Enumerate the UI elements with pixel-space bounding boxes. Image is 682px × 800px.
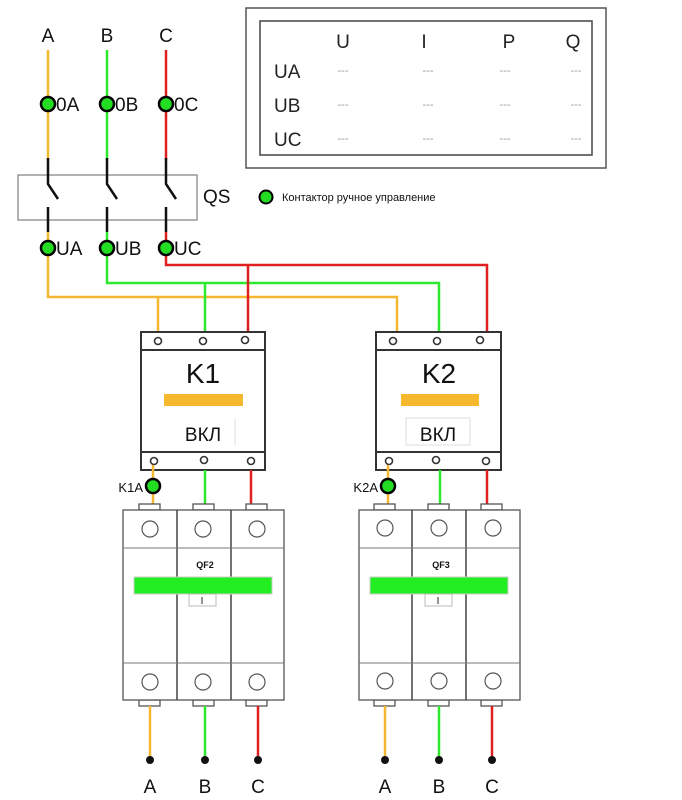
contactor-k2-status-bar [401, 394, 479, 406]
point-label-0c: 0C [174, 95, 198, 116]
value-ub-p: --- [500, 99, 511, 111]
output-label-1c: C [251, 777, 265, 798]
point-label-ub: UB [115, 239, 141, 260]
value-ub-i: --- [423, 99, 434, 111]
breaker-qf2-position: I [201, 596, 204, 607]
value-uc-u: --- [338, 133, 349, 145]
value-ua-p: --- [500, 65, 511, 77]
breaker-qf3-label: QF3 [432, 560, 450, 570]
phase-label-c: C [159, 26, 173, 47]
point-label-0a: 0A [56, 95, 80, 116]
row-label-uc: UC [274, 130, 301, 151]
output-terminals [146, 756, 496, 764]
contactor-k1-state-button[interactable]: ВКЛ [185, 425, 221, 446]
contactor-k1-status-bar [164, 394, 243, 406]
contactor-output-wires [151, 465, 489, 507]
column-header-u: U [336, 32, 350, 53]
output-label-2a: A [379, 777, 392, 798]
row-label-ub: UB [274, 96, 300, 117]
value-uc-q: --- [571, 133, 582, 145]
phase-label-a: A [42, 26, 55, 47]
value-ua-q: --- [571, 65, 582, 77]
indicator-uc-icon [157, 239, 175, 257]
value-ub-q: --- [571, 99, 582, 111]
contactor-k2-state-button[interactable]: ВКЛ [420, 425, 456, 446]
indicator-0b-icon [98, 95, 116, 113]
indicator-k1a-icon [144, 477, 162, 495]
point-label-uc: UC [174, 239, 201, 260]
breaker-qf2-handle[interactable] [133, 576, 273, 595]
value-ub-u: --- [338, 99, 349, 111]
contactor-k2[interactable]: K2 ВКЛ [375, 331, 502, 471]
breaker-qf3-handle[interactable] [369, 576, 509, 595]
column-header-q: Q [566, 32, 581, 53]
input-indicators: 0A 0B 0C UA UB UC [39, 95, 201, 260]
indicator-0a-icon [39, 95, 57, 113]
point-label-ua: UA [56, 239, 83, 260]
indicator-0c-icon [157, 95, 175, 113]
qs-switch-contacts [46, 158, 178, 232]
breaker-qf3[interactable]: QF3 I [358, 503, 521, 707]
value-uc-p: --- [500, 133, 511, 145]
output-label-1a: A [144, 777, 157, 798]
output-wires [148, 706, 494, 760]
contactor-k1-label: K1 [186, 358, 220, 389]
qs-label: QS [203, 187, 230, 208]
indicator-ub-icon [98, 239, 116, 257]
row-label-ua: UA [274, 62, 301, 83]
measurement-panel: U I P Q UA --- --- --- --- UB --- --- --… [245, 7, 607, 169]
indicator-k2a-icon [379, 477, 397, 495]
value-ua-i: --- [423, 65, 434, 77]
point-label-k2a: K2A [353, 480, 378, 495]
phase-label-b: B [101, 26, 114, 47]
output-label-2b: B [433, 777, 446, 798]
contactor-k2-label: K2 [422, 358, 456, 389]
point-label-0b: 0B [115, 95, 138, 116]
legend-green-circle-icon [258, 189, 274, 205]
breaker-qf2[interactable]: QF2 I [122, 503, 285, 707]
contactor-k1[interactable]: K1 ВКЛ [140, 331, 266, 471]
value-uc-i: --- [423, 133, 434, 145]
legend-text: Контактор ручное управление [282, 192, 436, 204]
value-ua-u: --- [338, 65, 349, 77]
output-label-1b: B [199, 777, 212, 798]
column-header-i: I [421, 32, 426, 53]
indicator-ua-icon [39, 239, 57, 257]
column-header-p: P [503, 32, 516, 53]
output-label-2c: C [485, 777, 499, 798]
point-label-k1a: K1A [118, 480, 143, 495]
breaker-qf3-position: I [437, 596, 440, 607]
breaker-qf2-label: QF2 [196, 560, 214, 570]
